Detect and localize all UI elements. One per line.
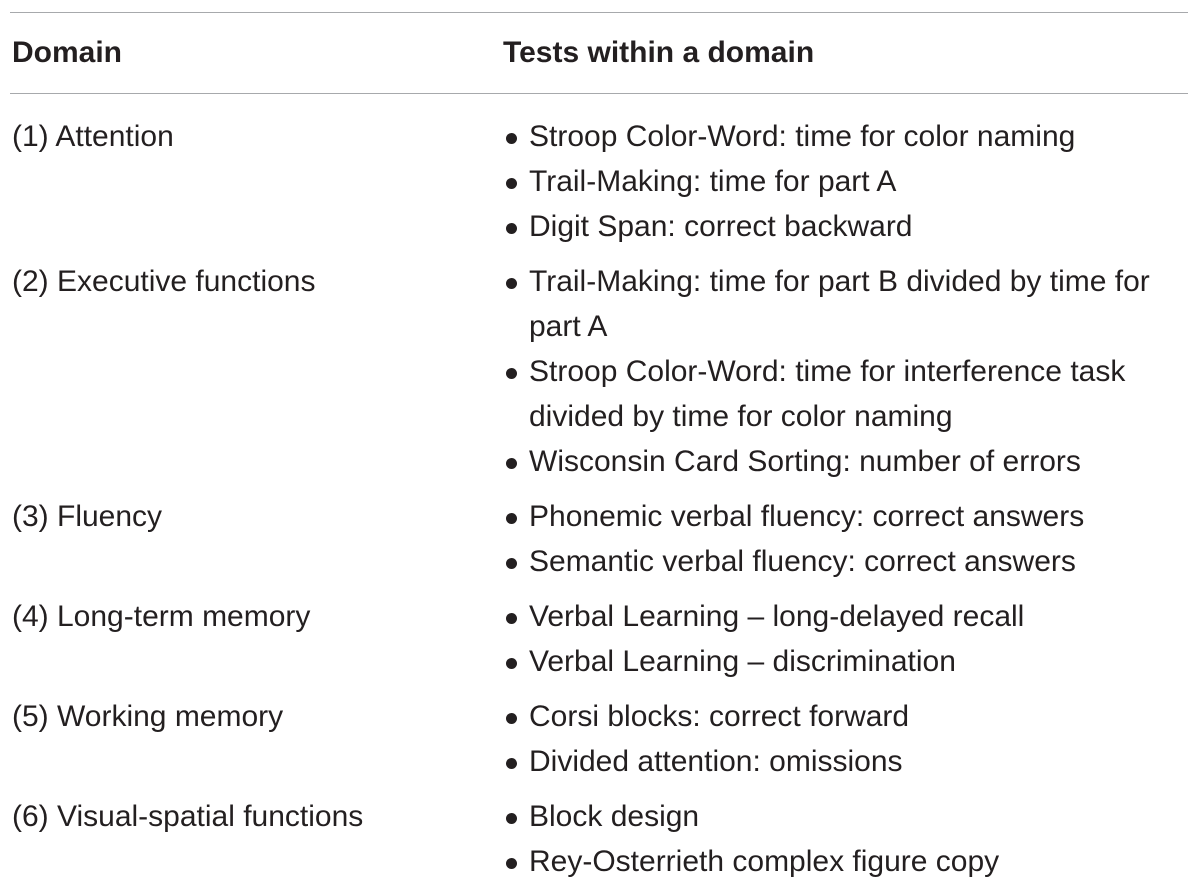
test-item: Verbal Learning – long-delayed recall — [503, 594, 1163, 639]
bullet-icon — [506, 133, 517, 144]
tests-cell: Block design Rey-Osterrieth complex figu… — [503, 794, 1200, 884]
domain-cell: (4) Long-term memory — [12, 600, 311, 633]
test-text: Trail-Making: time for part B divided by… — [529, 265, 1150, 343]
test-item: Block design — [503, 794, 1163, 839]
tests-cell: Trail-Making: time for part B divided by… — [503, 259, 1200, 484]
bullet-icon — [506, 713, 517, 724]
test-item: Wisconsin Card Sorting: number of errors — [503, 439, 1163, 484]
test-text: Block design — [529, 800, 700, 833]
test-text: Trail-Making: time for part A — [529, 165, 897, 198]
tests-cell: Verbal Learning – long-delayed recall Ve… — [503, 594, 1200, 684]
bullet-icon — [506, 858, 517, 869]
bullet-icon — [506, 458, 517, 469]
table-body: (1) Attention Stroop Color-Word: time fo… — [0, 114, 1200, 894]
domain-cell: (6) Visual-spatial functions — [12, 800, 364, 833]
bullet-icon — [506, 613, 517, 624]
domain-cell: (5) Working memory — [12, 700, 284, 733]
bullet-icon — [506, 558, 517, 569]
tests-cell: Stroop Color-Word: time for color naming… — [503, 114, 1200, 249]
test-text: Stroop Color-Word: time for interference… — [529, 355, 1126, 433]
test-item: Verbal Learning – discrimination — [503, 639, 1163, 684]
domain-cell: (2) Executive functions — [12, 265, 316, 298]
test-item: Divided attention: omissions — [503, 739, 1163, 784]
test-item: Digit Span: correct backward — [503, 204, 1163, 249]
test-text: Divided attention: omissions — [529, 745, 903, 778]
table-row: (6) Visual-spatial functions Block desig… — [0, 794, 1200, 884]
domain-cell: (1) Attention — [12, 120, 174, 153]
test-item: Phonemic verbal fluency: correct answers — [503, 494, 1163, 539]
tests-cell: Phonemic verbal fluency: correct answers… — [503, 494, 1200, 584]
test-item: Rey-Osterrieth complex figure copy — [503, 839, 1163, 884]
test-item: Stroop Color-Word: time for color naming — [503, 114, 1163, 159]
test-text: Verbal Learning – long-delayed recall — [529, 600, 1025, 633]
table-row: (3) Fluency Phonemic verbal fluency: cor… — [0, 494, 1200, 584]
test-item: Corsi blocks: correct forward — [503, 694, 1163, 739]
test-text: Semantic verbal fluency: correct answers — [529, 545, 1076, 578]
table-row: (5) Working memory Corsi blocks: correct… — [0, 694, 1200, 784]
test-text: Digit Span: correct backward — [529, 210, 913, 243]
bullet-icon — [506, 758, 517, 769]
header-domain: Domain — [12, 36, 123, 69]
bullet-icon — [506, 178, 517, 189]
test-text: Wisconsin Card Sorting: number of errors — [529, 445, 1081, 478]
test-text: Corsi blocks: correct forward — [529, 700, 910, 733]
table-header-row: Domain Tests within a domain — [0, 30, 1200, 76]
domain-cell: (3) Fluency — [12, 500, 163, 533]
test-text: Stroop Color-Word: time for color naming — [529, 120, 1076, 153]
test-item: Trail-Making: time for part B divided by… — [503, 259, 1163, 349]
tests-cell: Corsi blocks: correct forward Divided at… — [503, 694, 1200, 784]
bullet-icon — [506, 278, 517, 289]
table-header-rule — [10, 93, 1188, 94]
table-top-rule — [10, 12, 1188, 13]
table-row: (2) Executive functions Trail-Making: ti… — [0, 259, 1200, 484]
bullet-icon — [506, 513, 517, 524]
header-tests: Tests within a domain — [503, 36, 815, 69]
test-text: Phonemic verbal fluency: correct answers — [529, 500, 1085, 533]
test-text: Verbal Learning – discrimination — [529, 645, 956, 678]
bullet-icon — [506, 368, 517, 379]
table-row: (4) Long-term memory Verbal Learning – l… — [0, 594, 1200, 684]
bullet-icon — [506, 223, 517, 234]
table-row: (1) Attention Stroop Color-Word: time fo… — [0, 114, 1200, 249]
test-item: Stroop Color-Word: time for interference… — [503, 349, 1163, 439]
test-item: Semantic verbal fluency: correct answers — [503, 539, 1163, 584]
test-item: Trail-Making: time for part A — [503, 159, 1163, 204]
bullet-icon — [506, 813, 517, 824]
test-text: Rey-Osterrieth complex figure copy — [529, 845, 1000, 878]
bullet-icon — [506, 658, 517, 669]
